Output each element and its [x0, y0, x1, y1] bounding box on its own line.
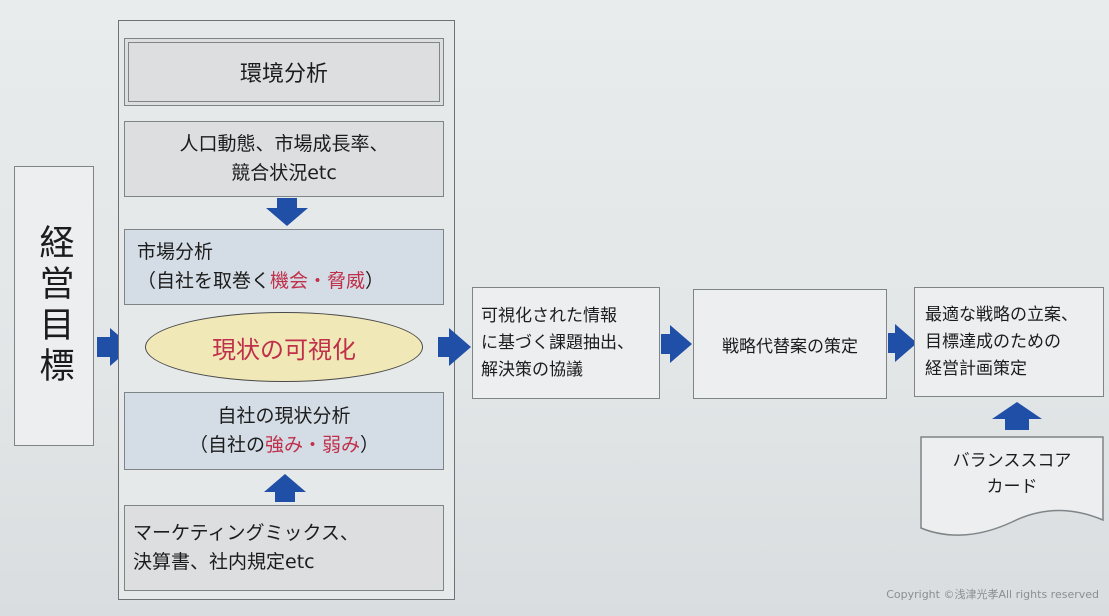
environment-analysis-title: 環境分析	[124, 38, 444, 106]
business-plan-box: 最適な戦略の立案、 目標達成のための 経営計画策定	[914, 287, 1104, 397]
self-analysis-line1: 自社の現状分析	[217, 405, 351, 427]
business-plan-line3: 経営計画策定	[925, 358, 1027, 379]
arrow-step2-to-step3-stem	[888, 333, 896, 353]
analysis-frame	[118, 20, 455, 600]
balanced-scorecard-document-shape	[920, 436, 1104, 536]
visualization-ellipse: 現状の可視化	[145, 312, 423, 382]
market-analysis-suffix: ）	[365, 270, 385, 292]
internal-factors-box: マーケティングミックス、 決算書、社内規定etc	[124, 505, 444, 591]
management-goal-box: 経営目標	[14, 166, 94, 446]
balanced-scorecard-line1: バランススコア	[952, 451, 1072, 471]
arrow-goal-to-analysis-stem	[97, 337, 111, 357]
market-analysis-highlight: 機会・脅威	[270, 270, 366, 292]
external-factors-line1: 人口動態、市場成長率、	[179, 133, 389, 155]
external-factors-line2: 競合状況etc	[231, 162, 337, 184]
copyright-text: Copyright ©浅津光孝All rights reserved	[886, 588, 1099, 601]
self-analysis-line2: （自社の強み・弱み）	[189, 431, 379, 460]
arrow-step2-to-step3-icon	[895, 324, 917, 362]
arrow-step1-to-step2-icon	[670, 325, 692, 363]
management-goal-label: 経営目標	[33, 224, 74, 388]
internal-factors-line1: マーケティングミックス、	[133, 522, 359, 544]
market-analysis-line2: （自社を取巻く機会・脅威）	[137, 267, 384, 296]
issue-extraction-line2: に基づく課題抽出、	[481, 332, 634, 353]
self-analysis-highlight: 強み・弱み	[264, 434, 360, 456]
balanced-scorecard-line2: カード	[986, 477, 1038, 497]
market-analysis-prefix: （自社を取巻く	[137, 270, 271, 292]
balanced-scorecard-label: バランススコア カード	[920, 448, 1104, 500]
strategy-alternatives-box: 戦略代替案の策定	[693, 289, 887, 399]
issue-extraction-box: 可視化された情報 に基づく課題抽出、 解決策の協議	[472, 287, 660, 399]
arrow-down-icon	[266, 198, 308, 226]
external-factors-box: 人口動態、市場成長率、 競合状況etc	[124, 121, 444, 197]
environment-analysis-label: 環境分析	[239, 62, 328, 87]
arrow-analysis-to-step1-stem	[438, 337, 450, 357]
internal-factors-line2: 決算書、社内規定etc	[133, 551, 315, 573]
business-plan-line2: 目標達成のための	[925, 331, 1061, 352]
business-plan-line1: 最適な戦略の立案、	[925, 304, 1078, 325]
arrow-up-icon	[264, 474, 306, 502]
issue-extraction-line1: 可視化された情報	[481, 305, 617, 326]
market-analysis-line1: 市場分析	[137, 241, 214, 263]
market-analysis-box: 市場分析 （自社を取巻く機会・脅威）	[124, 229, 444, 305]
strategy-alternatives-label: 戦略代替案の策定	[722, 336, 858, 357]
visualization-label: 現状の可視化	[212, 335, 356, 364]
arrow-step1-to-step2-stem	[661, 334, 671, 354]
arrow-bsc-up-icon	[992, 402, 1042, 430]
self-analysis-prefix: （自社の	[188, 434, 265, 456]
self-analysis-suffix: ）	[360, 434, 380, 456]
self-analysis-box: 自社の現状分析 （自社の強み・弱み）	[124, 392, 444, 470]
issue-extraction-line3: 解決策の協議	[481, 359, 583, 380]
arrow-analysis-to-step1-icon	[449, 328, 471, 366]
